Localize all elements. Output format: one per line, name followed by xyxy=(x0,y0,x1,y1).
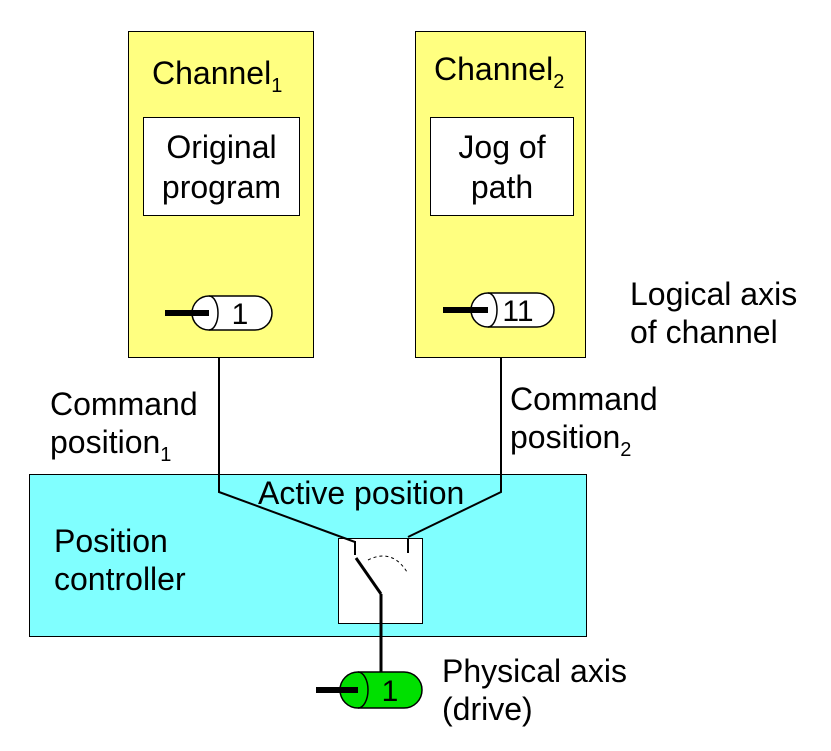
command-position-2-label: Command position2 xyxy=(510,381,658,461)
channel-1-program-line-1: Original xyxy=(166,128,277,165)
command-line-1 xyxy=(218,358,356,543)
channel-2-program-box: Jog of path xyxy=(430,117,574,216)
channel-2-program-line-1: Jog of xyxy=(458,128,546,165)
channel-1-program-line-2: program xyxy=(161,168,282,205)
logical-axis-1-number: 1 xyxy=(232,298,249,331)
switch-arc xyxy=(367,555,408,573)
command-position-1-label: Command position1 xyxy=(50,386,198,466)
physical-axis-number: 1 xyxy=(382,675,399,708)
channel-1-program-box: Original program xyxy=(143,117,300,216)
channel-2-title: Channel2 xyxy=(434,51,565,93)
switch-lever xyxy=(354,557,383,595)
physical-axis-label: Physical axis (drive) xyxy=(442,653,627,727)
channel-2-program-line-2: path xyxy=(470,168,534,205)
active-position-label: Active position xyxy=(258,475,465,511)
logical-axis-1-icon: 1 xyxy=(165,295,273,331)
position-controller-label: Position controller xyxy=(54,523,186,597)
logical-axis-label: Logical axis of channel xyxy=(630,276,798,350)
channel-1-title: Channel1 xyxy=(152,55,283,97)
command-line-2 xyxy=(407,358,502,538)
position-controller-box xyxy=(29,474,587,637)
logical-axis-11-number: 11 xyxy=(502,295,533,328)
logical-axis-11-icon: 11 xyxy=(443,292,555,328)
physical-axis-icon: 1 xyxy=(316,671,423,709)
